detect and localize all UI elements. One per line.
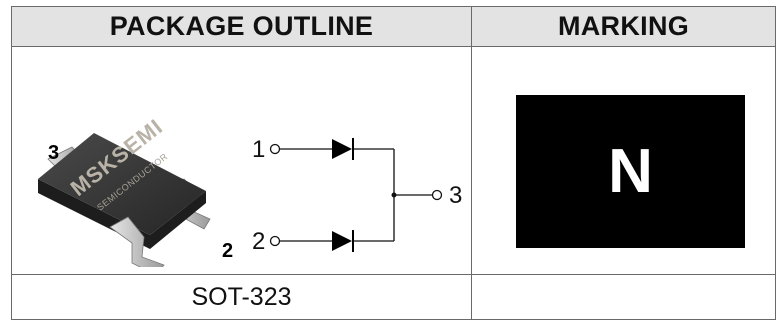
marking-code: N <box>608 136 653 206</box>
lead-1 <box>109 216 165 267</box>
package-pin-2-label: 2 <box>222 240 233 262</box>
package-body-top <box>38 133 206 235</box>
schematic-terminal-2 <box>269 235 281 247</box>
package-outline-cell: MSKSEMI SEMICONDUCTOR 3 2 1 <box>11 46 472 275</box>
marking-box: N <box>516 95 745 248</box>
package-body-side <box>38 179 206 249</box>
schematic-terminal-1 <box>269 143 281 155</box>
diode-1-symbol <box>332 138 354 160</box>
schematic-terminal-3 <box>431 189 443 201</box>
schematic-junction <box>391 192 397 198</box>
footer-row: SOT-323 <box>11 274 776 320</box>
marking-header: MARKING <box>471 6 776 47</box>
circuit-schematic: 1 2 3 <box>252 136 462 255</box>
content-row: MSKSEMI SEMICONDUCTOR 3 2 1 <box>11 46 776 275</box>
schematic-pin-2-label: 2 <box>252 228 265 255</box>
spec-table: PACKAGE OUTLINE MARKING <box>11 6 776 320</box>
package-illustration: MSKSEMI SEMICONDUCTOR 3 2 1 <box>38 114 233 267</box>
package-name: SOT-323 <box>11 274 472 320</box>
schematic-pin-1-label: 1 <box>252 136 265 163</box>
package-outline-header: PACKAGE OUTLINE <box>11 6 472 47</box>
package-pin-3-label: 3 <box>48 142 59 164</box>
diode-2-symbol <box>332 230 354 252</box>
marking-cell: N <box>471 46 776 275</box>
schematic-pin-3-label: 3 <box>449 182 462 209</box>
marking-footer-empty <box>471 274 776 320</box>
header-row: PACKAGE OUTLINE MARKING <box>11 6 776 47</box>
schematic-wires <box>280 148 432 242</box>
